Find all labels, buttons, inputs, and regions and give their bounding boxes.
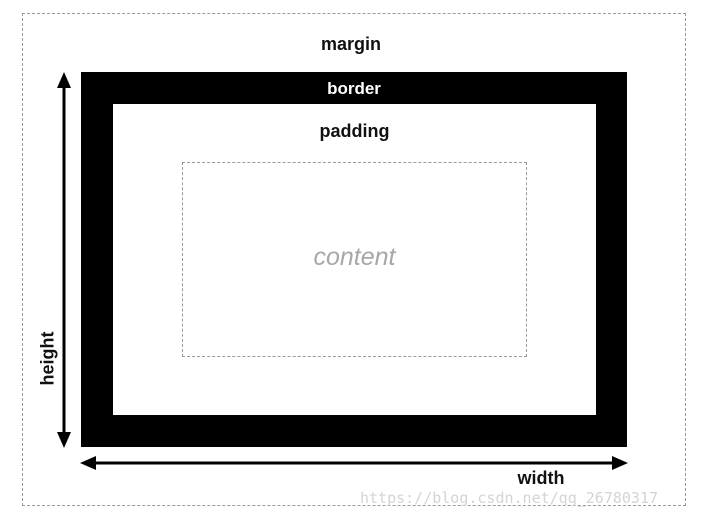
content-label: content [313, 243, 396, 271]
margin-area [22, 13, 686, 506]
content-area [182, 162, 527, 357]
width-arrow [80, 456, 628, 470]
padding-label: padding [319, 121, 390, 141]
border-label: border [327, 79, 381, 98]
padding-area [113, 104, 596, 415]
width-label: width [517, 468, 565, 488]
height-arrow [57, 72, 71, 448]
height-label: height [37, 331, 58, 386]
watermark-url: https://blog.csdn.net/qq_26780317 [360, 489, 659, 507]
margin-label: margin [320, 34, 381, 54]
